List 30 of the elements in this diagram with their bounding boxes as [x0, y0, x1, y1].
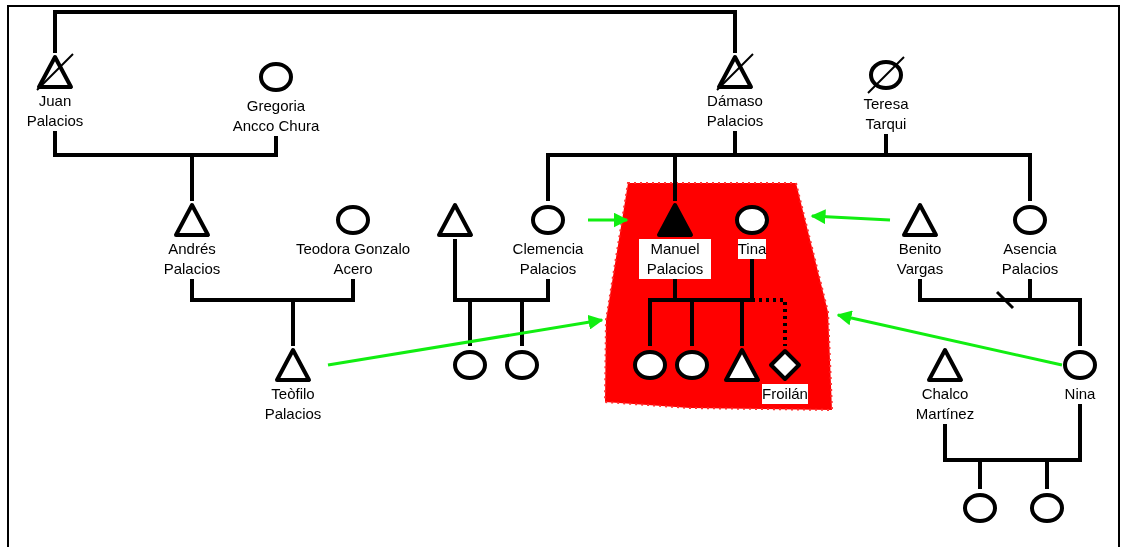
- person-name: Asencia Palacios: [1000, 239, 1060, 279]
- arrow: [588, 212, 629, 228]
- person-name: Gregoria Ancco Chura: [231, 96, 321, 136]
- person-name: Benito Vargas: [895, 239, 945, 279]
- arrow: [836, 310, 1063, 367]
- person-name: Teòfilo Palacios: [263, 384, 323, 424]
- person-name: Chalco Martínez: [914, 384, 976, 424]
- kinship-line: [673, 279, 787, 346]
- kinship-line: [740, 259, 754, 346]
- kinship-line: [750, 259, 787, 346]
- arrow: [810, 209, 891, 225]
- kinship-line: [1045, 404, 1082, 489]
- person-name: Dámaso Palacios: [705, 91, 765, 131]
- person-name: Froilán: [762, 384, 808, 404]
- person-name: Manuel Palacios: [639, 239, 711, 279]
- kinship-line: [291, 279, 355, 346]
- triangle-symbol: [436, 201, 474, 239]
- kinship-line: [884, 134, 1032, 201]
- person-name: Andrés Palacios: [162, 239, 222, 279]
- person-name: Clemencia Palacios: [511, 239, 585, 279]
- person-name: Nina: [1064, 384, 1096, 404]
- kinship-line: [1028, 279, 1082, 346]
- kinship-line: [53, 10, 737, 53]
- kinship-line: [190, 136, 278, 201]
- person-name: Teresa Tarqui: [862, 94, 910, 134]
- triangle-symbol: [723, 346, 761, 384]
- arrow: [327, 314, 604, 367]
- person-name: Teodora Gonzalo Acero: [295, 239, 411, 279]
- person-name: Juan Palacios: [25, 91, 85, 131]
- kinship-line: [520, 279, 550, 346]
